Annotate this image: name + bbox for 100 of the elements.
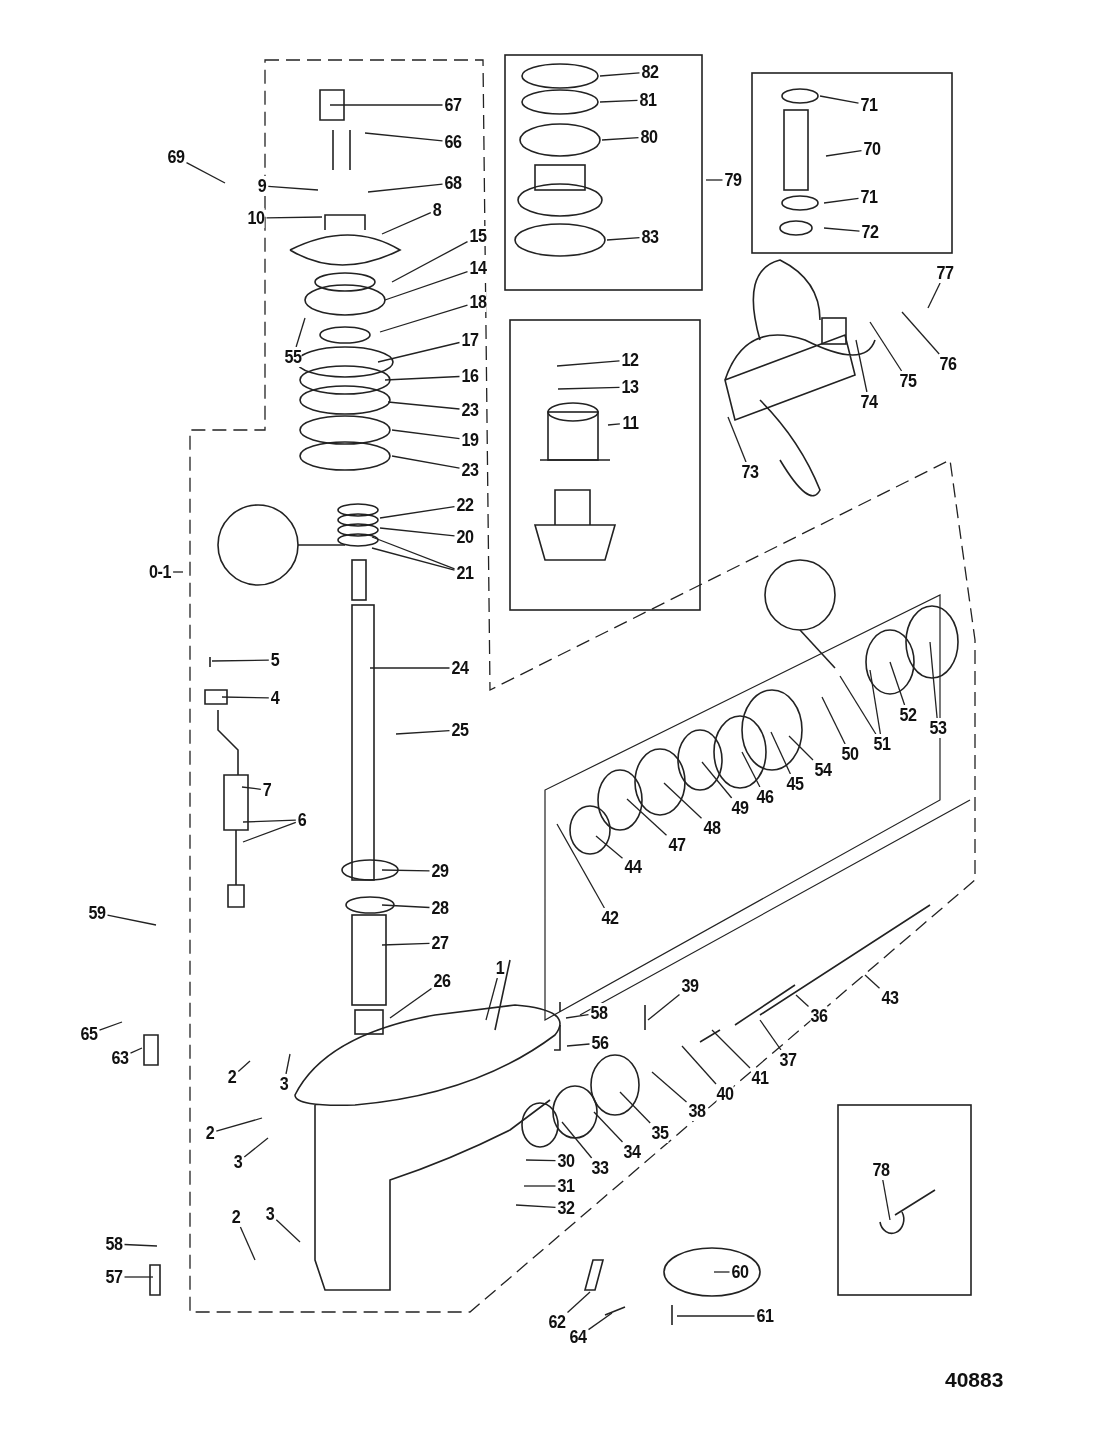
callout-number: 9	[257, 176, 267, 196]
callout-number: 53	[929, 718, 947, 738]
leader-line	[599, 99, 639, 103]
leader-line	[381, 869, 431, 872]
leader-line	[379, 304, 469, 333]
leader-line	[839, 675, 877, 735]
callout-number: 18	[469, 292, 487, 312]
leader-line	[123, 1276, 154, 1278]
leader-line	[619, 1091, 651, 1124]
leader-line	[242, 819, 297, 823]
leader-line	[106, 914, 157, 926]
leader-line	[389, 987, 433, 1019]
leader-line	[882, 1179, 891, 1221]
leader-line	[626, 798, 668, 836]
callout-number: 40	[716, 1084, 734, 1104]
leader-line	[211, 659, 270, 662]
leader-line	[566, 1043, 591, 1047]
callout-number: 15	[469, 226, 487, 246]
leader-line	[869, 669, 882, 735]
leader-line	[593, 1111, 624, 1143]
leader-line	[123, 1243, 158, 1247]
leader-line	[651, 1071, 688, 1103]
leader-line	[371, 536, 456, 570]
leader-line	[561, 1121, 593, 1159]
leader-line	[265, 216, 323, 219]
leader-line	[239, 1226, 256, 1261]
callout-number: 38	[688, 1101, 706, 1121]
leader-line	[711, 1029, 751, 1069]
leader-line	[676, 1315, 756, 1317]
leader-line	[713, 1271, 731, 1273]
leader-line	[329, 104, 444, 106]
leader-line	[391, 240, 469, 283]
leader-line	[485, 977, 498, 1021]
leader-line	[705, 179, 724, 181]
leader-line	[557, 386, 621, 390]
leader-line	[371, 547, 456, 571]
leader-line	[607, 423, 621, 426]
callout-number: 2	[231, 1207, 241, 1227]
leader-line	[606, 237, 641, 241]
callout-number: 14	[469, 258, 487, 278]
leader-line	[387, 401, 461, 410]
leader-line	[647, 993, 681, 1021]
leader-line	[391, 455, 461, 469]
leader-line	[681, 1045, 717, 1085]
leader-line	[129, 1047, 143, 1054]
leader-line	[523, 1185, 557, 1187]
leader-line	[285, 1053, 291, 1075]
leader-line	[727, 416, 747, 463]
leader-line	[98, 1021, 123, 1031]
leader-line	[381, 904, 431, 909]
callout-number: 1	[495, 958, 505, 978]
leader-line	[663, 782, 703, 819]
callout-number: 10	[247, 208, 265, 228]
leader-line	[379, 505, 456, 519]
leader-line	[391, 429, 461, 440]
leader-line	[825, 149, 863, 157]
leader-line	[929, 641, 938, 719]
leader-line	[185, 161, 226, 184]
leader-line	[823, 227, 861, 232]
leader-line	[377, 341, 461, 363]
leader-line	[364, 132, 444, 142]
leader-line	[243, 1137, 269, 1158]
leader-line	[788, 735, 814, 761]
leader-line	[369, 667, 451, 669]
leader-line	[215, 1117, 263, 1132]
leader-line	[267, 185, 319, 191]
leader-line	[864, 974, 881, 989]
leader-line	[599, 72, 641, 77]
leader-line	[701, 761, 733, 799]
leader-line	[595, 835, 624, 859]
leader-line	[172, 571, 184, 573]
leader-line	[384, 270, 469, 301]
leader-line	[381, 212, 432, 235]
leader-line	[237, 1060, 251, 1073]
callout-number: 77	[936, 263, 954, 283]
leader-line	[770, 731, 792, 775]
leader-line	[556, 360, 621, 367]
leader-line	[821, 696, 846, 745]
leader-line	[601, 137, 640, 141]
leader-line	[901, 311, 940, 355]
leader-line	[927, 282, 941, 309]
figure-number: 40883	[945, 1368, 1004, 1392]
leader-line	[395, 730, 451, 735]
leader-line	[367, 183, 444, 193]
callout-number: 35	[651, 1123, 669, 1143]
leader-line	[275, 1219, 301, 1243]
leader-line	[379, 527, 456, 537]
leader-line	[823, 197, 860, 204]
leader-line	[221, 696, 270, 699]
leader-line	[384, 375, 461, 381]
leader-line	[241, 786, 262, 790]
leader-line	[565, 1013, 590, 1019]
leader-line	[855, 339, 868, 393]
leader-line	[242, 821, 297, 843]
callout-number: 55	[284, 347, 302, 367]
leader-line	[889, 661, 906, 706]
leader-line	[869, 321, 903, 372]
leader-line	[566, 1291, 591, 1314]
leader-line	[525, 1159, 557, 1162]
leader-line	[587, 1312, 613, 1331]
